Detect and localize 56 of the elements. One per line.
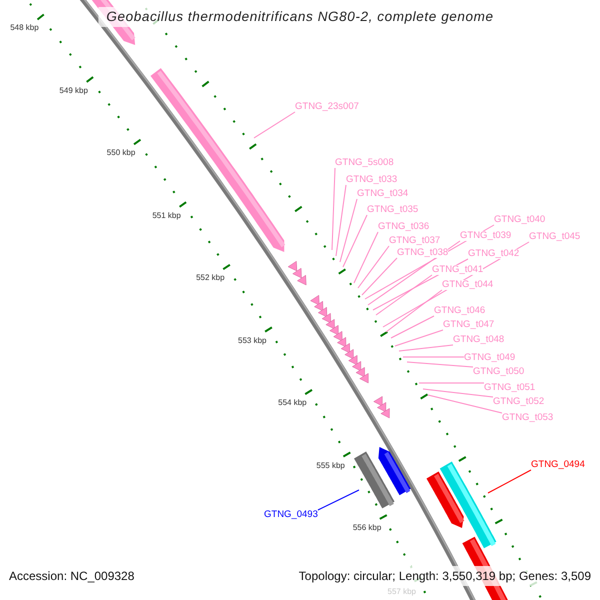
gene-label: GTNG_t037 [389, 236, 440, 246]
gene-label: GTNG_t035 [367, 205, 418, 215]
scale-label: 554 kbp [277, 398, 307, 408]
leader-line [362, 258, 398, 296]
accession-text: Accession: NC_009328 [9, 568, 134, 584]
leader-line [336, 184, 346, 256]
leader-line [398, 344, 454, 352]
leader-line [358, 246, 390, 288]
leader-line [390, 316, 434, 338]
leader-line [368, 240, 460, 306]
gene-label: GTNG_23s007 [295, 102, 359, 112]
gene-label: GTNG_t039 [460, 231, 512, 241]
leader-line [428, 394, 502, 414]
leader-line [342, 214, 368, 268]
gene-label: GTNG_t050 [473, 367, 524, 377]
leader-line [418, 382, 484, 384]
leader-line [376, 274, 432, 316]
scale-label: 550 kbp [106, 148, 136, 158]
gene-label: GTNG_t036 [378, 222, 430, 232]
gene-label: GTNG_t048 [453, 335, 504, 345]
gene-label: GTNG_0493 [264, 510, 318, 520]
scale-label: 551 kbp [151, 210, 181, 220]
scale-label: 549 kbp [58, 86, 88, 96]
scale-label: 556 kbp [352, 523, 382, 533]
gene-label: GTNG_t041 [432, 265, 484, 275]
leader-line [422, 388, 494, 398]
scale-label: 552 kbp [195, 273, 225, 283]
gene-label: GTNG_t049 [464, 353, 516, 363]
gene-label: GTNG_t040 [494, 215, 546, 225]
scale-label: 548 kbp [9, 23, 39, 33]
gene-label: GTNG_t053 [502, 413, 554, 423]
gene-label: GTNG_t033 [346, 175, 398, 185]
leader-line [488, 470, 532, 494]
gene-label: GTNG_t047 [443, 320, 494, 330]
leader-line [406, 362, 474, 368]
gene-label: GTNG_0494 [531, 460, 585, 470]
gene-label: GTNG_t046 [434, 306, 486, 316]
leader-line [340, 198, 358, 262]
leader-line [332, 168, 336, 250]
leader-line [402, 356, 464, 358]
gene-label: GTNG_t034 [357, 189, 408, 199]
gene-label: GTNG_t051 [484, 383, 536, 393]
gene-label: GTNG_5s008 [335, 158, 394, 168]
gene-label: GTNG_t052 [493, 397, 544, 407]
gene-label: GTNG_t038 [397, 248, 448, 258]
leader-line [254, 112, 296, 138]
leader-line [394, 330, 444, 346]
leader-line [354, 232, 378, 284]
leader-line [317, 490, 360, 510]
scale-label: 555 kbp [315, 460, 345, 470]
gene-label: GTNG_t042 [468, 249, 520, 259]
gene-label: GTNG_t044 [442, 280, 494, 290]
gene-label: GTNG_t045 [529, 232, 580, 242]
scale-label: 553 kbp [237, 336, 266, 346]
leader-line [386, 290, 442, 332]
genome-info-text: Topology: circular; Length: 3,550,319 bp; Genes: 3,509 [298, 568, 591, 584]
